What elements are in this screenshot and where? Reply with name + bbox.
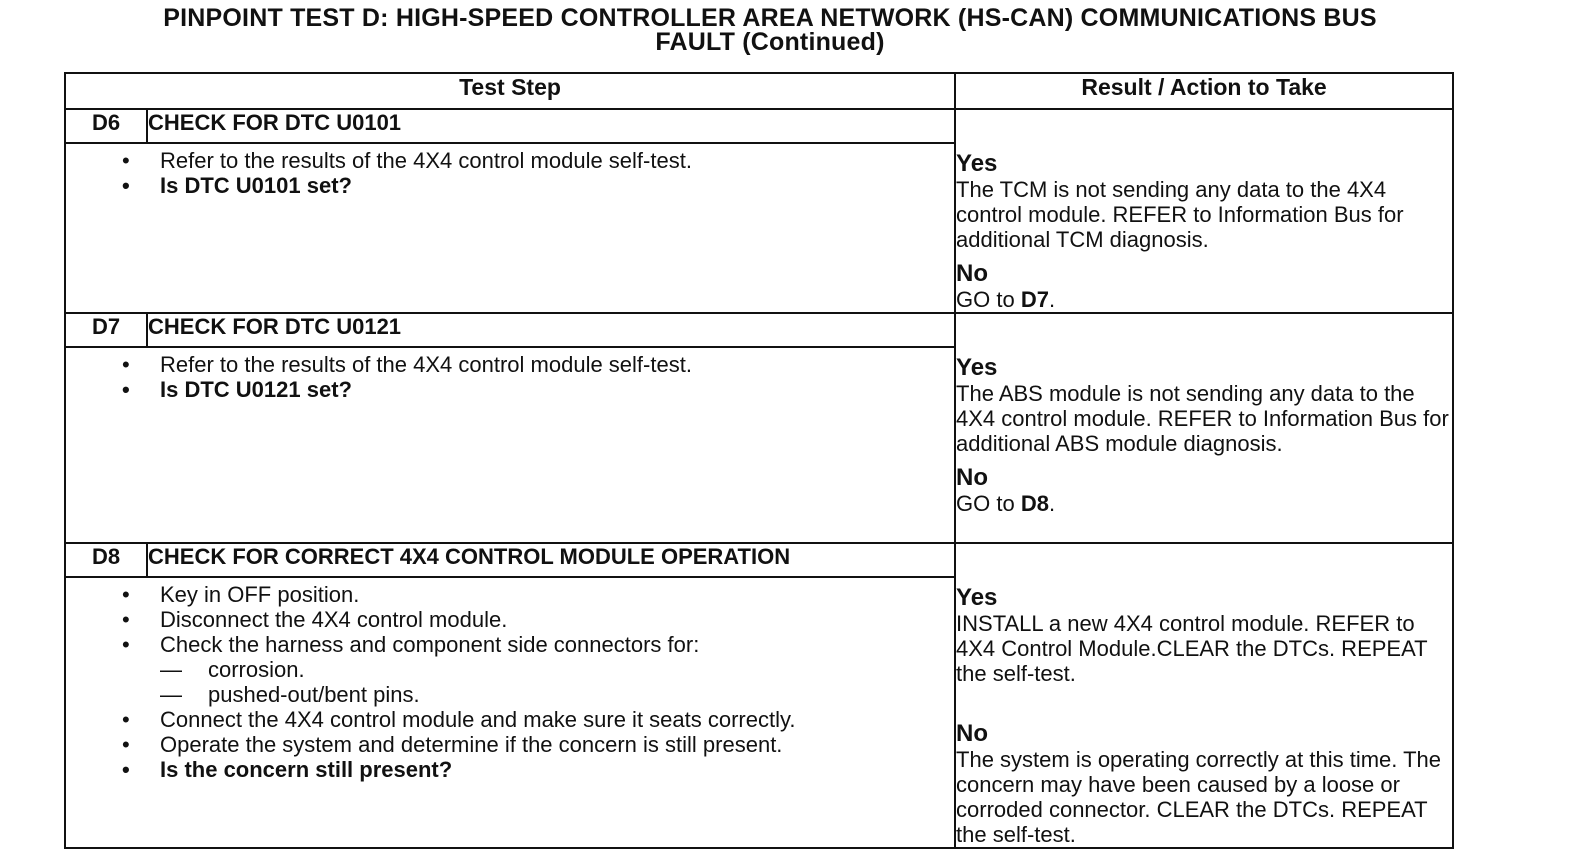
step-question: Is DTC U0121 set?	[122, 377, 954, 402]
goto-link[interactable]: D8	[1020, 491, 1049, 516]
no-text: GO to D7.	[956, 287, 1056, 312]
no-label: No	[956, 720, 989, 747]
no-label: No	[956, 464, 989, 491]
list-item: Operate the system and determine if the …	[122, 732, 954, 757]
goto-link[interactable]: D7	[1020, 287, 1049, 312]
yes-label: Yes	[956, 354, 998, 381]
step-body-row-d6: Refer to the results of the 4X4 control …	[63, 142, 1453, 314]
table-header-row: Test Step Result / Action to Take	[63, 72, 1455, 110]
header-result: Result / Action to Take	[954, 72, 1455, 110]
step-body: Key in OFF position. Disconnect the 4X4 …	[63, 576, 957, 849]
yes-label: Yes	[956, 150, 998, 177]
list-item: Key in OFF position.	[122, 582, 954, 607]
result-cell-d8: Yes INSTALL a new 4X4 control module. RE…	[954, 542, 1455, 849]
page-title: PINPOINT TEST D: HIGH-SPEED CONTROLLER A…	[0, 4, 1540, 56]
result-cell-d6: Yes The TCM is not sending any data to t…	[954, 108, 1455, 314]
step-body-row-d7: Refer to the results of the 4X4 control …	[63, 346, 1453, 544]
result-cell-d7: Yes The ABS module is not sending any da…	[954, 312, 1455, 544]
yes-text: INSTALL a new 4X4 control module. REFER …	[956, 611, 1428, 686]
step-question: Is the concern still present?	[122, 757, 954, 782]
step-title: CHECK FOR DTC U0101	[145, 108, 957, 144]
title-line-1: PINPOINT TEST D: HIGH-SPEED CONTROLLER A…	[163, 4, 1377, 32]
step-id: D7	[64, 312, 148, 348]
step-body-row-d8: Key in OFF position. Disconnect the 4X4 …	[63, 576, 1453, 849]
step-id: D8	[64, 541, 148, 579]
header-test-step: Test Step	[63, 72, 957, 110]
no-label: No	[956, 260, 989, 287]
yes-text: The ABS module is not sending any data t…	[956, 381, 1449, 456]
step-body: Refer to the results of the 4X4 control …	[63, 346, 957, 544]
yes-label: Yes	[956, 584, 998, 611]
step-id: D6	[64, 108, 148, 144]
list-item: Refer to the results of the 4X4 control …	[122, 148, 954, 173]
no-text: GO to D8.	[956, 491, 1056, 516]
no-text: The system is operating correctly at thi…	[956, 747, 1442, 847]
step-title-row-d6: D6 CHECK FOR DTC U0101 Yes The TCM is no…	[64, 108, 1455, 314]
sub-list-item: pushed-out/bent pins.	[160, 682, 954, 707]
step-title: CHECK FOR DTC U0121	[145, 312, 957, 348]
pinpoint-test-table: Test Step Result / Action to Take D6 CHE…	[63, 72, 1455, 849]
list-item: Check the harness and component side con…	[122, 632, 954, 707]
module-link[interactable]: 4X4 Control Module	[956, 636, 1151, 661]
step-body: Refer to the results of the 4X4 control …	[63, 142, 957, 314]
sub-list: corrosion. pushed-out/bent pins.	[160, 657, 954, 707]
step-question: Is DTC U0101 set?	[122, 173, 954, 198]
sub-list-item: corrosion.	[160, 657, 954, 682]
step-title: CHECK FOR CORRECT 4X4 CONTROL MODULE OPE…	[145, 541, 957, 579]
list-item: Connect the 4X4 control module and make …	[122, 707, 954, 732]
title-line-2: FAULT (Continued)	[655, 28, 885, 56]
list-item: Refer to the results of the 4X4 control …	[122, 352, 954, 377]
step-title-row-d8: D8 CHECK FOR CORRECT 4X4 CONTROL MODULE …	[64, 541, 1455, 849]
list-item: Disconnect the 4X4 control module.	[122, 607, 954, 632]
step-title-row-d7: D7 CHECK FOR DTC U0121 Yes The ABS modul…	[64, 312, 1455, 544]
yes-text: The TCM is not sending any data to the 4…	[956, 177, 1404, 252]
